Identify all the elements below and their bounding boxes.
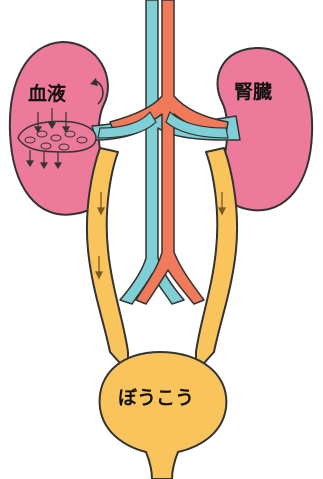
blood-label: 血液 (28, 82, 67, 105)
bladder-label: ぼうこう (118, 387, 194, 409)
left-ureter (87, 148, 128, 372)
right-ureter (196, 148, 237, 372)
kidney-label: 腎臓 (234, 81, 272, 103)
bladder (100, 352, 227, 479)
